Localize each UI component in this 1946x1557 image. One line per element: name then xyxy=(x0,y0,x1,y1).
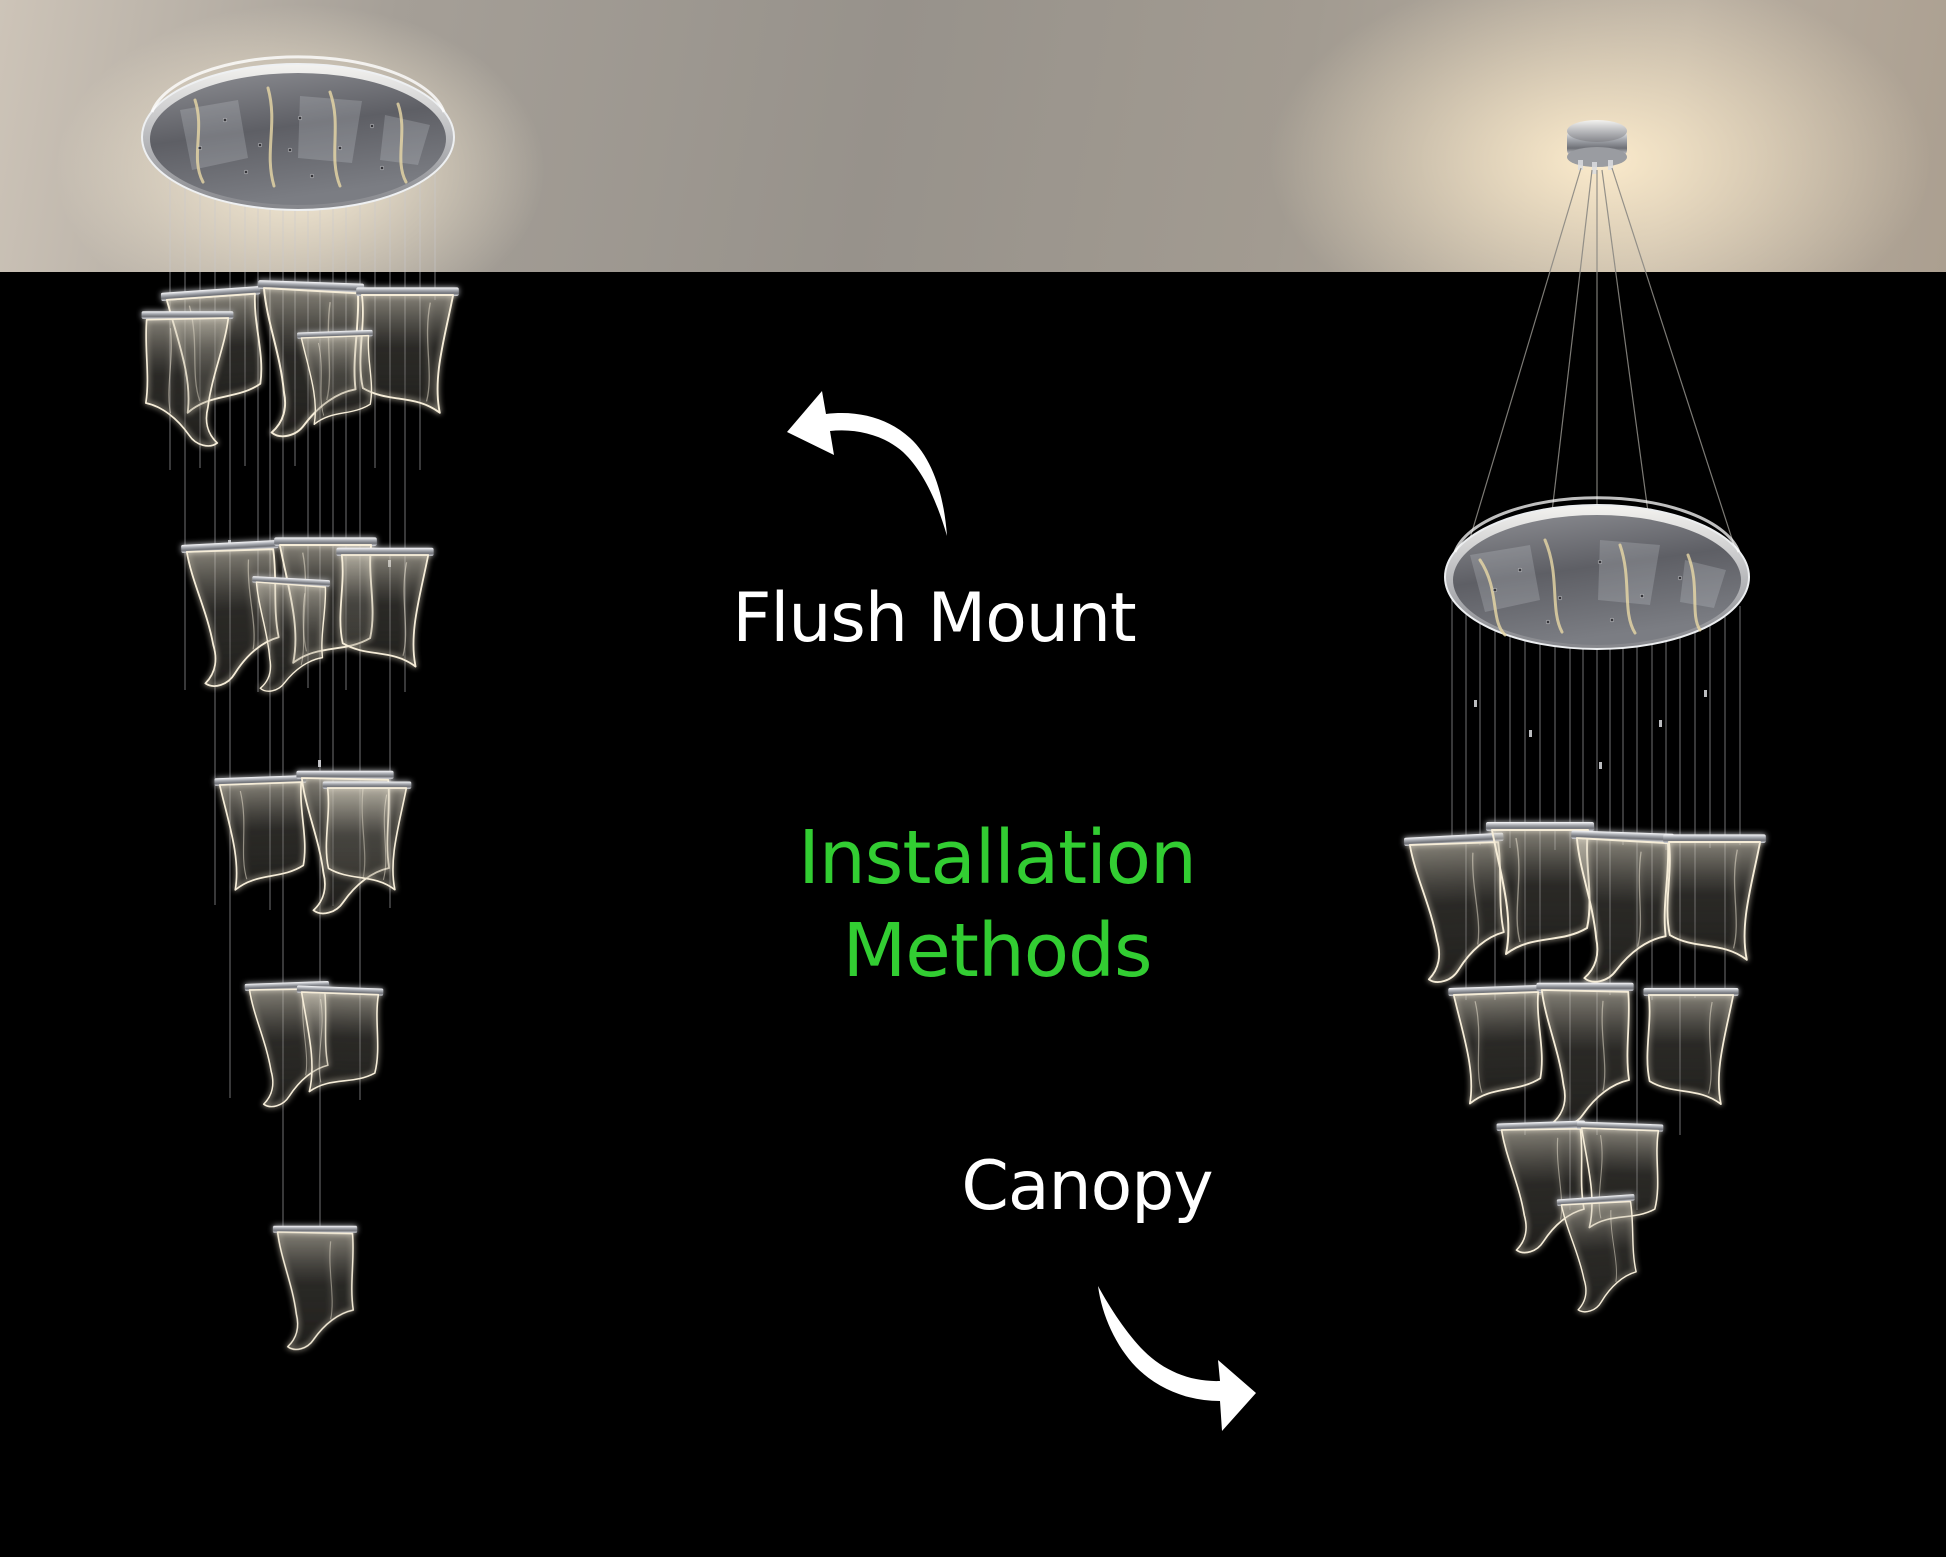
installation-methods-line2: Methods xyxy=(842,908,1152,995)
flush-mount-chandelier xyxy=(140,55,460,1351)
canopy-label: Canopy xyxy=(961,1147,1213,1226)
canopy-chandelier xyxy=(1403,120,1767,1314)
installation-methods-line1: Installation xyxy=(798,815,1197,901)
canopy-suspension-cables xyxy=(1467,167,1735,546)
installation-methods-label: Installation Methods xyxy=(798,812,1197,998)
canopy-ring-plate xyxy=(1444,496,1750,650)
flush-mount-ceiling-plate xyxy=(141,55,455,211)
flush-mount-panels xyxy=(140,279,460,1351)
canopy-panels xyxy=(1403,821,1767,1314)
canopy-mount xyxy=(1567,120,1627,174)
flush-mount-label: Flush Mount xyxy=(732,579,1136,658)
curved-arrow-up-left-icon xyxy=(787,391,947,536)
curved-arrow-down-right-icon xyxy=(1098,1286,1256,1431)
